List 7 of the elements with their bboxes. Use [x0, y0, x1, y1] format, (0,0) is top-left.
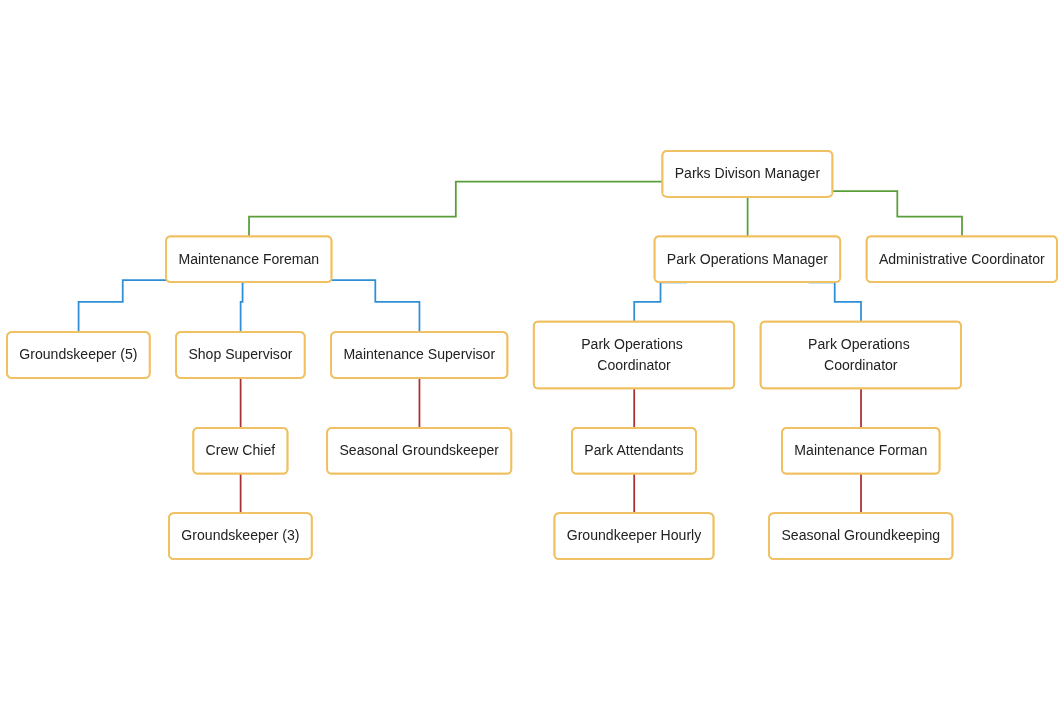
connector [239, 281, 246, 334]
connector [746, 196, 749, 238]
connector [239, 473, 242, 515]
connector [860, 473, 863, 515]
connector [330, 279, 421, 334]
connector [77, 279, 168, 334]
connector [633, 473, 636, 515]
